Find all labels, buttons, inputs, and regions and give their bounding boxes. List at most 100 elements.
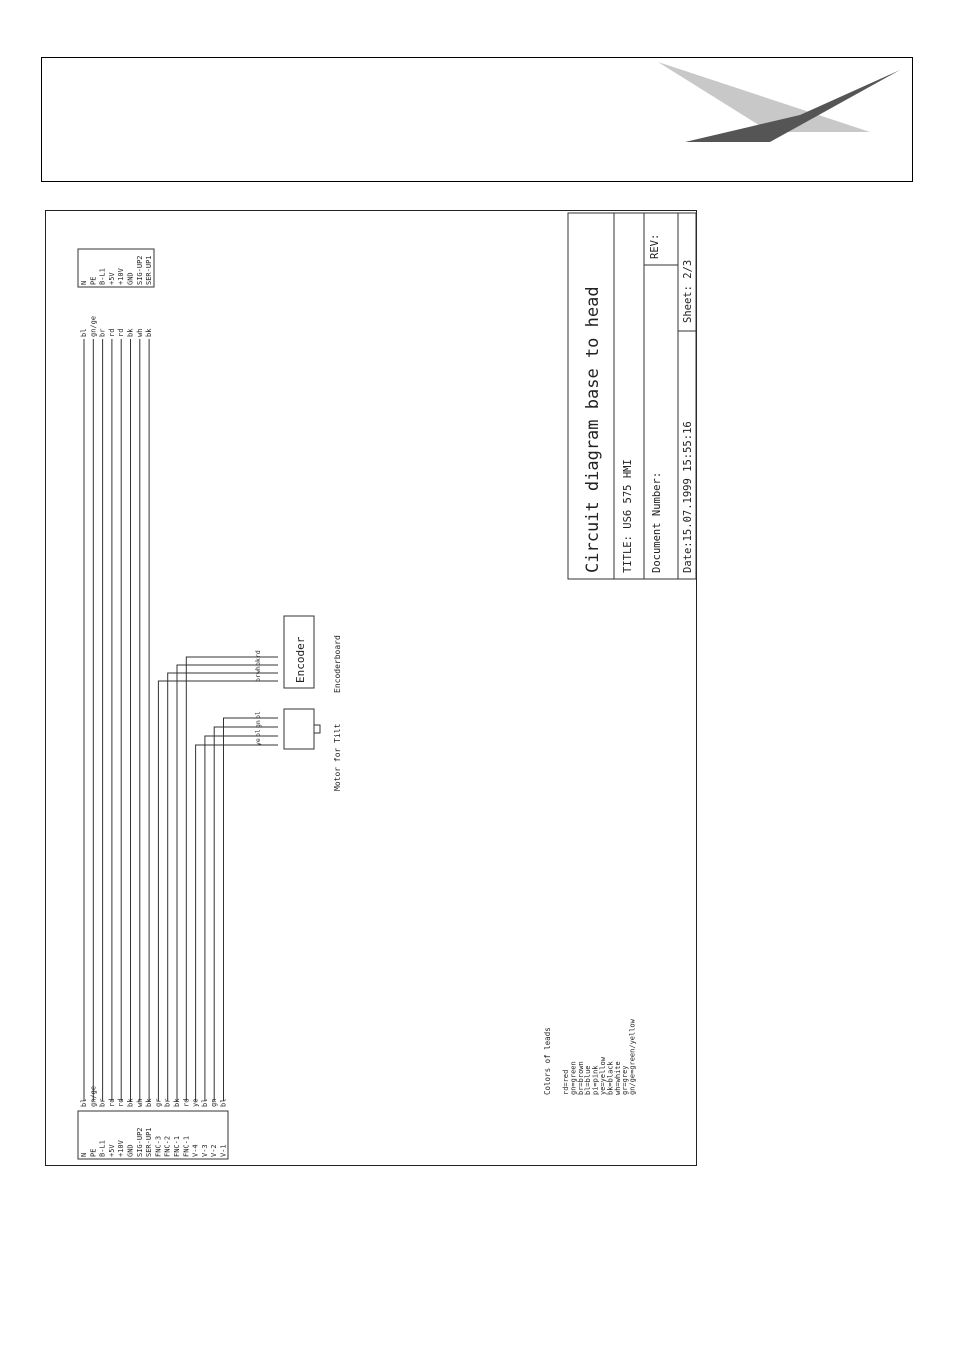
top-lead-label: gn/ge bbox=[89, 316, 97, 337]
encoder-wire bbox=[167, 672, 278, 1101]
legend-item: wh=white bbox=[614, 1061, 622, 1095]
encoder-pin-label: rd bbox=[254, 650, 262, 658]
bottom-pin-label: V-3 bbox=[201, 1144, 209, 1157]
legend-item: bl=blue bbox=[584, 1065, 592, 1095]
top-pin-label: B-L1 bbox=[99, 268, 107, 285]
bottom-pin-label: FNC-3 bbox=[154, 1136, 162, 1157]
bottom-pin-label: V-1 bbox=[220, 1144, 228, 1157]
bottom-pin-label: FNC-1 bbox=[173, 1136, 181, 1157]
encoder-caption: Encoderboard bbox=[333, 635, 342, 693]
top-lead-label: rd bbox=[117, 329, 125, 337]
top-lead-label: br bbox=[99, 329, 107, 337]
encoder-wire bbox=[157, 680, 278, 1101]
motor-pin-label: gn bbox=[254, 720, 262, 728]
motor-wire bbox=[213, 726, 278, 1101]
top-pin-label: +5V bbox=[108, 272, 116, 285]
logo-dark-wing bbox=[685, 70, 900, 142]
wire-group bbox=[83, 339, 278, 1101]
bottom-lead-label: rd bbox=[117, 1099, 125, 1107]
legend-item: pi=pink bbox=[592, 1065, 600, 1095]
encoder-wire bbox=[185, 656, 278, 1101]
top-pin-label: +10V bbox=[117, 267, 125, 285]
encoder-pin-label: bk bbox=[254, 658, 262, 666]
encoder-label: Encoder bbox=[294, 636, 307, 683]
bottom-pin-label: N bbox=[80, 1153, 88, 1157]
bottom-pin-label: FNC-2 bbox=[164, 1136, 172, 1157]
legend-item: bk=black bbox=[606, 1060, 614, 1095]
bottom-lead-label: br bbox=[164, 1099, 172, 1107]
legend-item: gr=grey bbox=[621, 1065, 629, 1095]
motor-pin-label: bl bbox=[254, 729, 262, 737]
encoder-pin-label: br bbox=[254, 674, 262, 682]
bottom-pin-label: GND bbox=[127, 1144, 135, 1157]
diagram-title: Circuit diagram base to head bbox=[583, 286, 603, 573]
bottom-lead-label: bl bbox=[220, 1099, 228, 1107]
title-block-frame bbox=[567, 212, 697, 580]
bottom-lead-label: bk bbox=[127, 1098, 135, 1107]
encoder-pin-label: wh bbox=[254, 666, 262, 674]
bottom-lead-label: bk bbox=[145, 1098, 153, 1107]
top-lead-label: wh bbox=[136, 329, 144, 337]
motor-pin-label: bl bbox=[254, 711, 262, 719]
title-field: TITLE: US6 575 HMI bbox=[622, 459, 634, 573]
bottom-pin-label: +5V bbox=[108, 1144, 116, 1157]
top-lead-label: rd bbox=[108, 329, 116, 337]
bottom-connector-body bbox=[77, 1110, 229, 1160]
top-pin-label: SIG-UP2 bbox=[136, 255, 144, 285]
legend-item: gn=green bbox=[569, 1061, 577, 1095]
top-pin-label: GND bbox=[127, 272, 135, 285]
bottom-lead-label: bl bbox=[80, 1099, 88, 1107]
bottom-pin-label: V-4 bbox=[192, 1144, 200, 1157]
top-connector-body bbox=[77, 248, 155, 288]
motor-wire bbox=[195, 744, 278, 1101]
top-lead-label: bl bbox=[80, 329, 88, 337]
bottom-lead-label: bl bbox=[201, 1099, 209, 1107]
company-logo bbox=[658, 62, 900, 142]
bottom-pin-label: FNC-1 bbox=[182, 1136, 190, 1157]
motor-wire bbox=[204, 735, 278, 1101]
bottom-lead-label: br bbox=[99, 1099, 107, 1107]
bottom-pin-label: SER-UP1 bbox=[145, 1127, 153, 1157]
bottom-pin-label: V-2 bbox=[210, 1144, 218, 1157]
top-pin-label: N bbox=[80, 281, 88, 285]
bottom-pin-label: SIG-UP2 bbox=[136, 1127, 144, 1157]
sheet-field: Sheet: 2/3 bbox=[682, 260, 694, 323]
bottom-lead-label: gn bbox=[210, 1099, 218, 1107]
legend-item: br=brown bbox=[577, 1061, 585, 1095]
document-number-field: Document Number: bbox=[651, 472, 663, 573]
encoder-wire bbox=[176, 664, 278, 1101]
top-pin-label: SER-UP1 bbox=[145, 255, 153, 285]
bottom-lead-label: gn/ge bbox=[89, 1086, 97, 1107]
motor-wire bbox=[223, 717, 278, 1101]
title-block bbox=[567, 212, 697, 580]
bottom-lead-label: gr bbox=[154, 1099, 162, 1107]
top-lead-label: bk bbox=[145, 328, 153, 337]
motor-pin-label: ye bbox=[254, 738, 262, 746]
legend-item: ye=yellow bbox=[599, 1056, 607, 1095]
motor-caption: Motor for Tilt bbox=[333, 723, 342, 791]
bottom-lead-label: bk bbox=[173, 1098, 181, 1107]
bottom-pin-label: PE bbox=[89, 1149, 97, 1157]
legend-title: Colors of leads bbox=[543, 1027, 552, 1095]
bottom-lead-label: rd bbox=[182, 1099, 190, 1107]
bottom-lead-label: ye bbox=[192, 1099, 200, 1107]
header-frame bbox=[41, 57, 913, 182]
top-pin-label: PE bbox=[89, 277, 97, 285]
logo-light-wing bbox=[658, 62, 870, 132]
date-field: Date:15.07.1999 15:55:16 bbox=[682, 421, 694, 573]
bottom-pin-label: +10V bbox=[117, 1139, 125, 1157]
bottom-lead-label: wh bbox=[136, 1099, 144, 1107]
bottom-pin-label: B-L1 bbox=[99, 1140, 107, 1157]
legend-item: rd=red bbox=[562, 1070, 570, 1095]
encoder-box bbox=[283, 615, 315, 689]
motor-body bbox=[283, 708, 315, 750]
motor-shaft bbox=[313, 724, 321, 734]
legend-item: gn/ge=green/yellow bbox=[629, 1018, 637, 1095]
